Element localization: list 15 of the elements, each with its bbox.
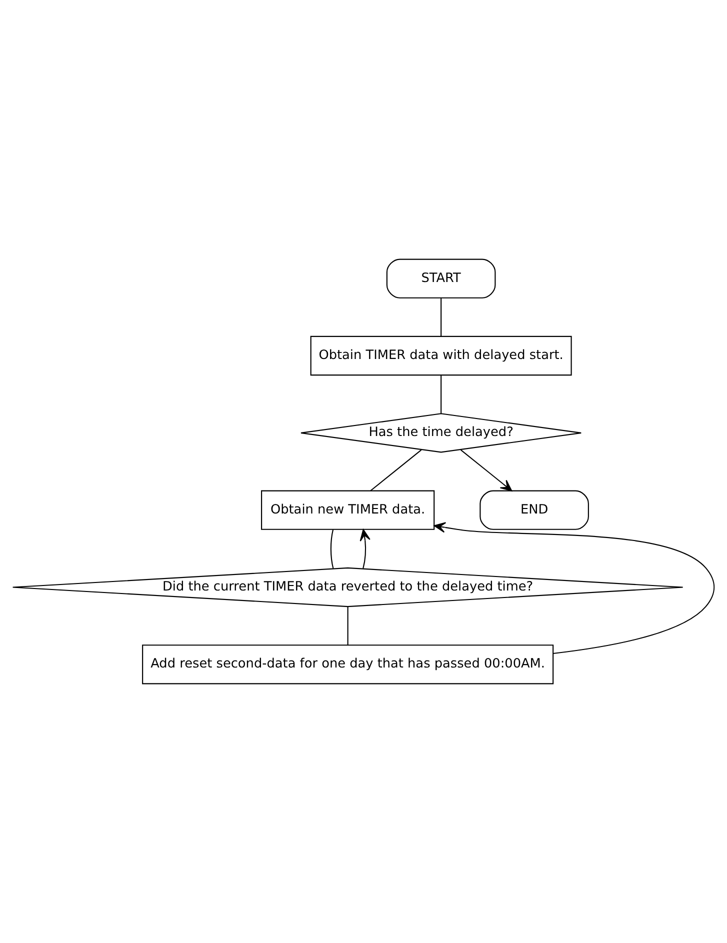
arrow: [434, 522, 715, 654]
node-box: Obtain new TIMER data.: [261, 490, 435, 530]
connector: [330, 530, 334, 568]
arrow: [360, 529, 370, 568]
node-box: START: [386, 258, 496, 298]
node-diamond: Did the current TIMER data reverted to the delayed time?: [12, 567, 684, 608]
connector: [440, 375, 442, 414]
node-box: Obtain TIMER data with delayed start.: [310, 336, 572, 376]
node-diamond: Has the time delayed?: [300, 413, 582, 453]
connector: [370, 449, 422, 492]
connector: [347, 606, 348, 646]
node-box: END: [480, 490, 589, 530]
node-box: Add reset second-data for one day that has passed 00:00AM.: [142, 644, 554, 684]
connector: [440, 298, 442, 336]
arrow: [460, 449, 512, 492]
